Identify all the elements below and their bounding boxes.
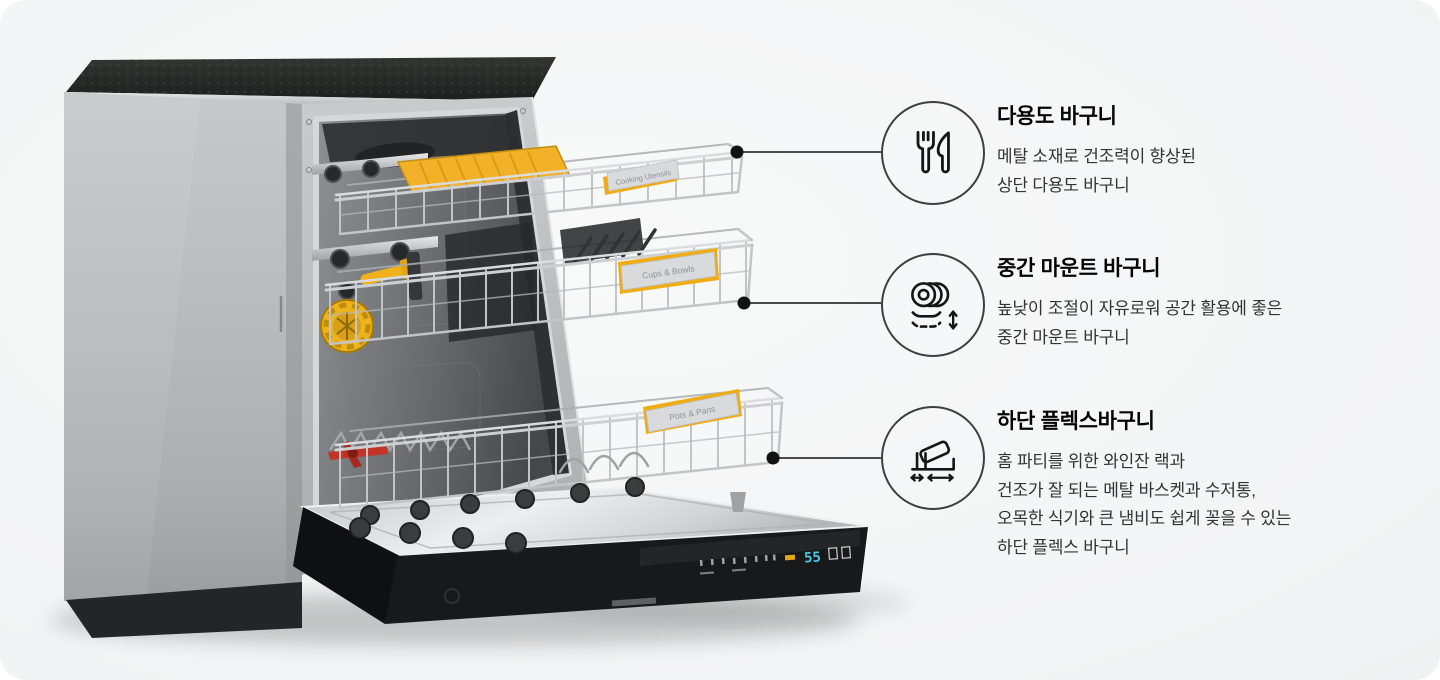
rack-bottom: Pots & Pans (334, 386, 784, 554)
rack-bottom-handle: Pots & Pans (643, 389, 742, 434)
rack-top: Cooking Utensils (334, 142, 744, 236)
cabinet-top (64, 57, 556, 112)
callout-title: 하단 플렉스바구니 (997, 410, 1155, 433)
rack-middle: Cups & Bowls (324, 218, 754, 346)
door-control-panel: 55 (640, 530, 860, 575)
callout-body: 높낮이 조절이 자유로워 공간 활용에 좋은 중간 마운트 바구니 (997, 299, 1283, 347)
flex-basket-icon (910, 440, 955, 482)
cabinet-side-panel (64, 92, 302, 638)
connector-dot-2 (737, 296, 751, 310)
callout-title: 중간 마운트 바구니 (997, 257, 1161, 280)
connector-dot-3 (766, 451, 780, 465)
callout-icon-circle-2 (881, 253, 985, 357)
callout-icon-circle-3 (881, 406, 985, 510)
callout-middle-mount-basket: 중간 마운트 바구니 높낮이 조절이 자유로워 공간 활용에 좋은 중간 마운트… (997, 255, 1357, 352)
callout-body: 홈 파티를 위한 와인잔 랙과 건조가 잘 되는 메탈 바스켓과 수저통, 오목… (997, 452, 1292, 557)
callout-body: 메탈 소재로 건조력이 향상된 상단 다용도 바구니 (997, 147, 1196, 195)
connector-dot-1 (730, 145, 744, 159)
callout-bottom-flex-basket: 하단 플렉스바구니 홈 파티를 위한 와인잔 랙과 건조가 잘 되는 메탈 바스… (997, 408, 1357, 562)
callout-icon-circle-1 (881, 101, 985, 205)
callout-multipurpose-basket: 다용도 바구니 메탈 소재로 건조력이 향상된 상단 다용도 바구니 (997, 103, 1357, 200)
rack-top-handle: Cooking Utensils (603, 159, 680, 195)
yellow-utensil-tray (396, 145, 572, 193)
callout-connectors (730, 145, 881, 465)
open-door: 55 (293, 486, 869, 624)
callout-title: 다용도 바구니 (997, 105, 1117, 128)
slide-rails (312, 153, 438, 300)
panel-indicator-yellow (784, 554, 796, 561)
rack-middle-handle: Cups & Bowls (618, 248, 719, 294)
yellow-filter-knob (320, 299, 374, 353)
rack-wheels (349, 477, 645, 554)
fork-knife-icon (916, 130, 950, 174)
door-display-value: 55 (804, 549, 822, 566)
plates-height-adjust-icon (911, 282, 958, 330)
